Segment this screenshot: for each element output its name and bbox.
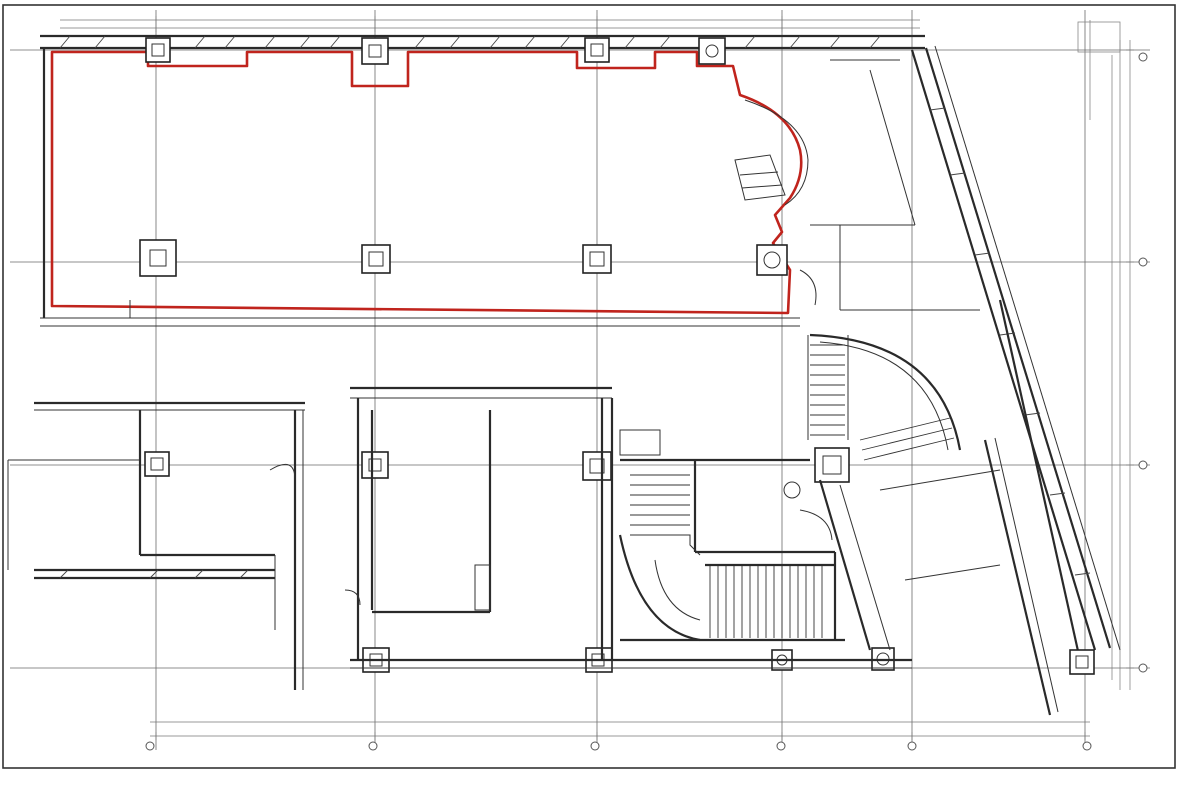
upper-space-walls: [40, 48, 800, 327]
column: [139, 239, 177, 277]
column: [698, 37, 726, 65]
top-exterior-wall: [40, 34, 925, 50]
column: [584, 37, 610, 63]
grid-lines-horizontal: [10, 49, 1150, 669]
curved-staircase: [807, 333, 1001, 651]
column: [1069, 649, 1095, 675]
column: [144, 451, 170, 477]
grid-axis-markers: [145, 52, 1148, 751]
diagonal-exterior-wall: [910, 45, 1121, 716]
highlighted-tenant-area: [50, 50, 803, 315]
title-block-stamp: [1077, 21, 1121, 53]
column: [361, 37, 389, 65]
curved-bay-feature: [734, 59, 980, 311]
column: [582, 451, 612, 481]
column: [756, 244, 788, 276]
column: [814, 447, 850, 483]
left-annex: [7, 401, 305, 690]
structural-columns: [139, 37, 1095, 675]
column: [361, 244, 391, 274]
column: [361, 451, 389, 479]
column: [582, 244, 612, 274]
straight-staircase: [618, 429, 845, 642]
column: [145, 37, 171, 63]
sheet-frame: [2, 4, 1176, 769]
lower-rooms: [344, 386, 912, 669]
dimension-lines: [60, 16, 1134, 740]
